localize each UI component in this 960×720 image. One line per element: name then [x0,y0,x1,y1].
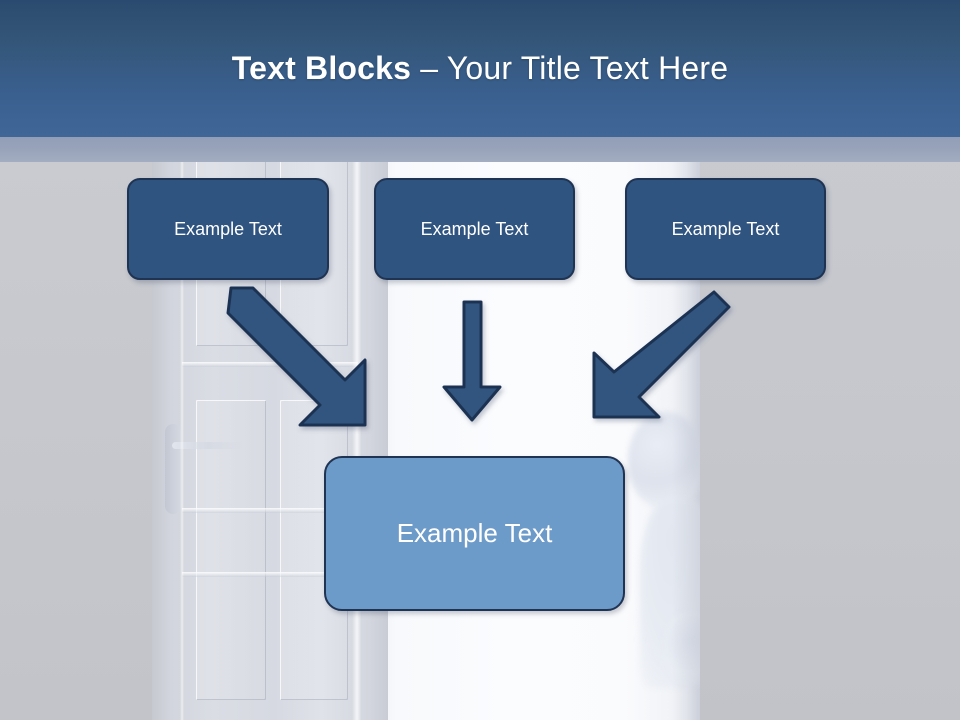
page-title-bold: Text Blocks [231,50,421,86]
text-block-3[interactable]: Example Text [625,178,826,280]
door-rail-upper [182,362,358,367]
page-title-regular: – Your Title Text Here [420,50,729,86]
text-block-result-label: Example Text [396,518,553,548]
text-block-1[interactable]: Example Text [127,178,329,280]
title-banner: Text Blocks – Your Title Text Here [0,0,960,137]
text-block-result[interactable]: Example Text [324,456,625,611]
text-block-2[interactable]: Example Text [374,178,575,280]
text-block-2-label: Example Text [420,218,529,239]
door-panel-bottom-left [196,400,266,700]
door-handle-lever [172,442,244,449]
door-rail-middle [182,508,358,513]
door-handle-plate [165,424,181,514]
figure-head [628,412,704,508]
text-block-3-label: Example Text [671,218,780,239]
title-underline-band [0,137,960,162]
door-rail-lower [182,572,358,577]
page-title: Text Blocks – Your Title Text Here [232,50,729,87]
text-block-1-label: Example Text [174,218,282,239]
door-edge-highlight-left [180,0,184,720]
